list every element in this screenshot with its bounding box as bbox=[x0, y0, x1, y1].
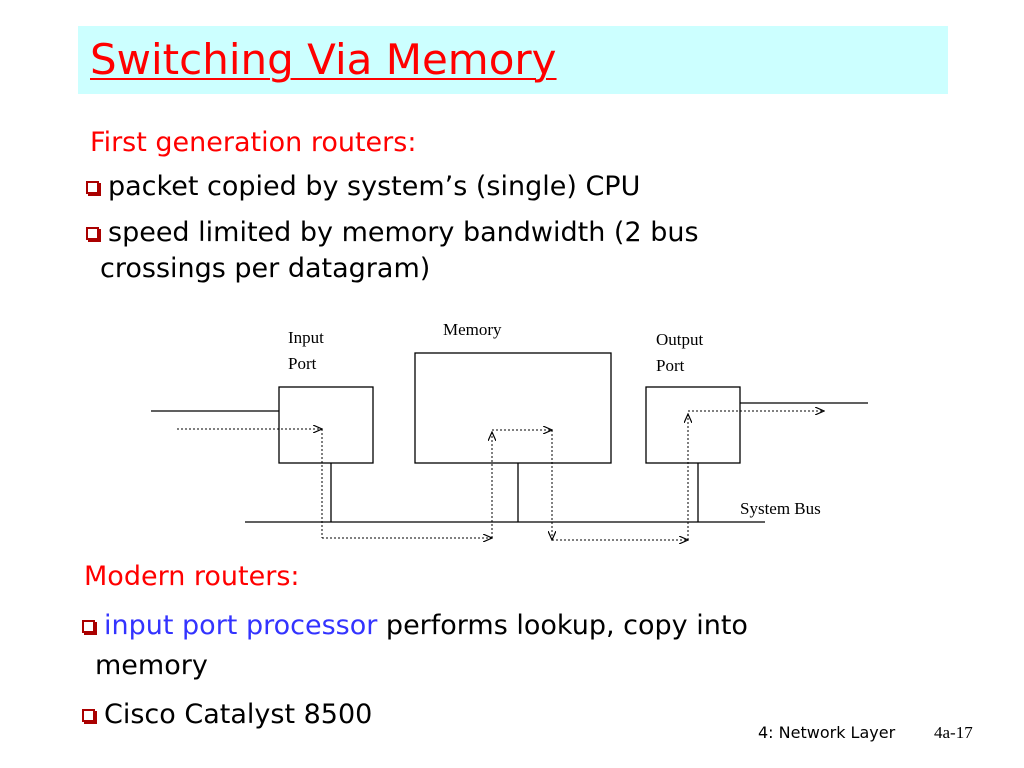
first-gen-heading: First generation routers: bbox=[90, 127, 417, 158]
modern-bullet-1: input port processor performs lookup, co… bbox=[82, 609, 748, 643]
modern-bullet-1-text: performs lookup, copy into bbox=[377, 610, 748, 641]
title-band: Switching Via Memory bbox=[78, 26, 948, 94]
memory-box bbox=[414, 352, 612, 464]
first-gen-bullet-1-text: packet copied by system’s (single) CPU bbox=[108, 171, 641, 202]
first-gen-bullet-2-cont: crossings per datagram) bbox=[100, 253, 431, 284]
first-gen-bullet-2-text: speed limited by memory bandwidth (2 bus bbox=[108, 217, 699, 248]
memory-label: Memory bbox=[443, 320, 502, 339]
hollow-square-bullet-icon bbox=[82, 620, 95, 633]
output-port-box bbox=[645, 386, 741, 464]
output-port-label-line2: Port bbox=[656, 356, 685, 375]
hollow-square-bullet-icon bbox=[86, 227, 99, 240]
input-port-box bbox=[278, 386, 374, 464]
slide-title: Switching Via Memory bbox=[90, 35, 557, 84]
modern-bullet-2-text: Cisco Catalyst 8500 bbox=[104, 699, 373, 730]
input-port-label-line1: Input bbox=[288, 328, 324, 347]
modern-bullet-1-cont: memory bbox=[95, 650, 208, 681]
output-port-label-line1: Output bbox=[656, 330, 704, 349]
modern-bullet-2: Cisco Catalyst 8500 bbox=[82, 698, 372, 732]
footer-chapter: 4: Network Layer bbox=[758, 723, 896, 742]
input-port-label-line2: Port bbox=[288, 354, 317, 373]
hollow-square-bullet-icon bbox=[82, 709, 95, 722]
footer-page-number: 4a-17 bbox=[934, 723, 973, 742]
hollow-square-bullet-icon bbox=[86, 181, 99, 194]
system-bus-label: System Bus bbox=[740, 499, 821, 518]
modern-bullet-1-emphasis: input port processor bbox=[104, 610, 378, 641]
first-gen-bullet-2: speed limited by memory bandwidth (2 bus bbox=[86, 216, 699, 250]
modern-heading: Modern routers: bbox=[84, 561, 300, 592]
first-gen-bullet-1: packet copied by system’s (single) CPU bbox=[86, 170, 640, 204]
